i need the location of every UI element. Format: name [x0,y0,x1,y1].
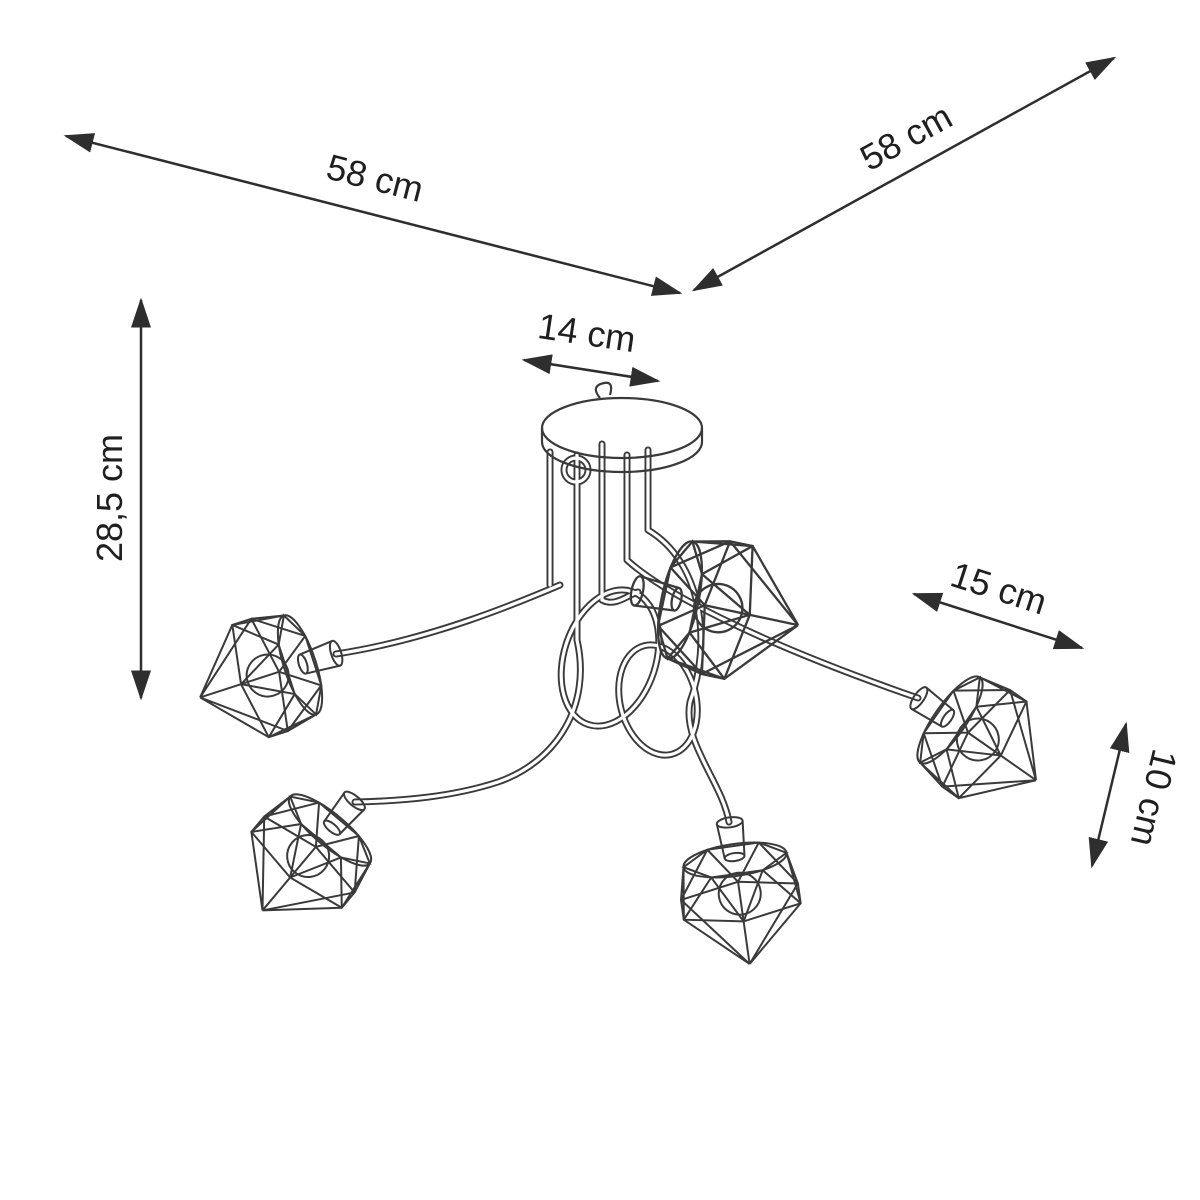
cage-shade-left [180,594,361,755]
cage-shade-center [616,522,814,693]
cage-shade-bottom [669,808,810,974]
dimension-arrows [63,56,1130,869]
dim-arrow-shade-height [1088,721,1130,869]
lamp-drawing [180,381,1071,974]
cage-shade-right [879,646,1071,830]
dim-arrow-canopy [521,354,661,387]
dim-label-shade-reach: 15 cm [946,554,1052,623]
dim-label-height: 28,5 cm [89,434,130,562]
dim-label-canopy: 14 cm [535,305,638,360]
hanging-hook [594,381,613,399]
dim-arrow-shade-reach [911,592,1085,650]
dim-label-width: 58 cm [853,95,959,178]
cage-shade-lower-left [216,758,404,950]
dim-label-shade-height: 10 cm [1123,745,1186,850]
dim-label-depth: 58 cm [323,146,428,210]
ceiling-canopy [540,381,704,474]
dim-arrow-depth [63,133,683,296]
dim-arrow-width [691,56,1117,292]
